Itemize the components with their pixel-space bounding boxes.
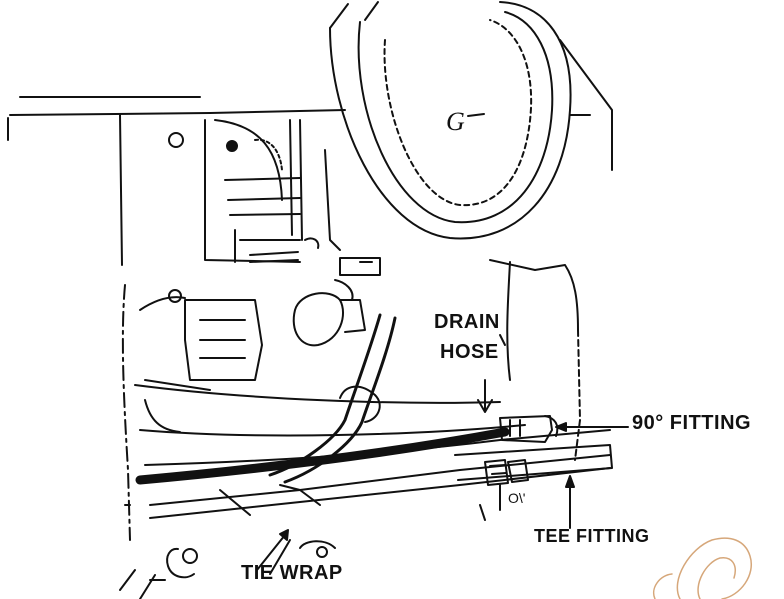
- right-fender: [477, 259, 581, 461]
- drain-label: DRAIN: [434, 311, 500, 333]
- tee-fitting-assembly: O\': [454, 444, 613, 521]
- bottom-parts: [119, 540, 336, 599]
- left-wall: [121, 284, 211, 541]
- leader-arrows: [256, 422, 629, 575]
- upper-panel-edge: [7, 96, 346, 266]
- hose-label: HOSE: [440, 341, 499, 363]
- ninety-fitting-part: [499, 415, 559, 443]
- tee-fitting-label: TEE FITTING: [534, 526, 650, 546]
- tie-wrap-leader-2: [269, 539, 291, 575]
- component-mark: G: [446, 107, 465, 136]
- ninety-fitting-label: 90° FITTING: [632, 412, 752, 434]
- drain-hose: [135, 313, 510, 485]
- tie-wrap-label: TIE WRAP: [241, 562, 343, 584]
- tie-wrap-leader-1: [256, 534, 286, 571]
- watermark-mark: [653, 537, 752, 599]
- svg-text:O\': O\': [508, 490, 525, 506]
- alternator: [184, 279, 366, 381]
- air-cleaner: G: [329, 1, 613, 240]
- engine-block: [204, 119, 381, 276]
